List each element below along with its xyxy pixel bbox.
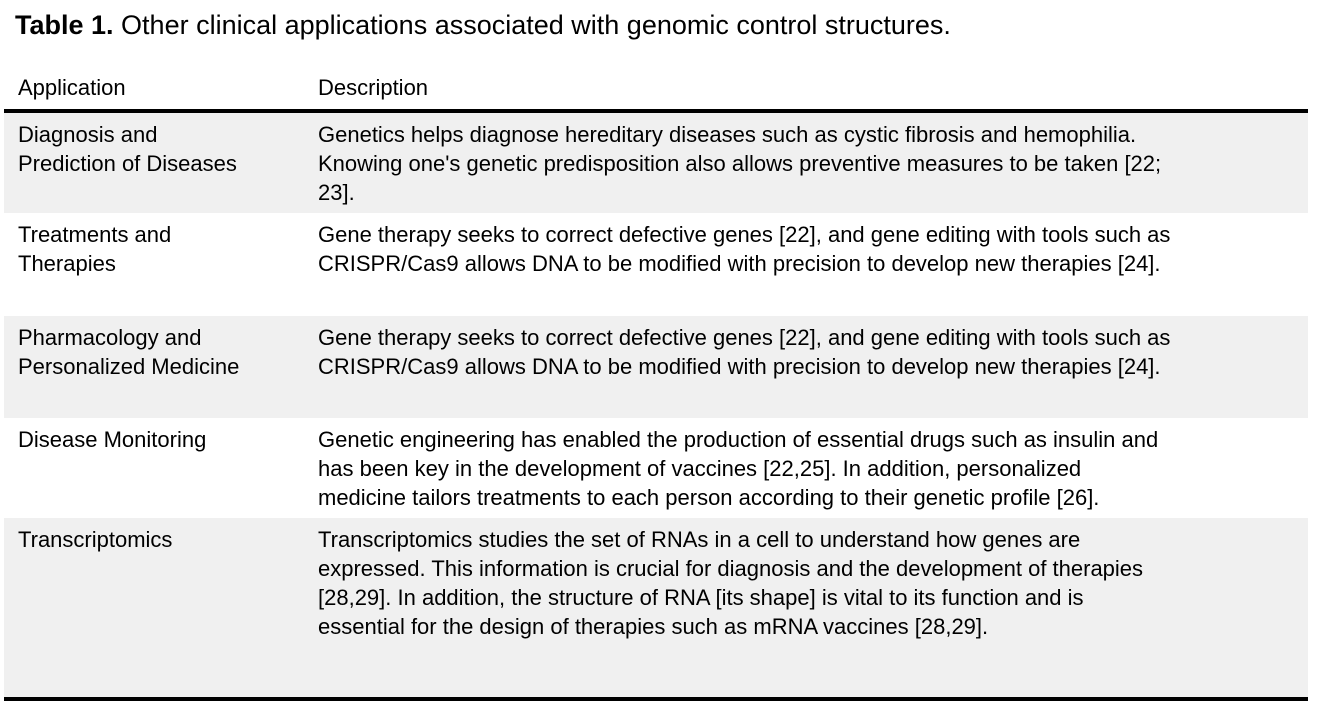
description-cell: Transcriptomics studies the set of RNAs … — [318, 527, 1144, 639]
description-cell: Gene therapy seeks to correct defective … — [318, 325, 1171, 379]
column-header-description: Description — [318, 75, 429, 100]
description-cell: Genetics helps diagnose hereditary disea… — [318, 122, 1162, 205]
table-row: Treatments and Therapies Gene therapy se… — [4, 213, 1308, 316]
application-cell: Diagnosis and Prediction of Diseases — [18, 122, 237, 176]
application-cell: Transcriptomics — [18, 527, 173, 552]
application-cell: Disease Monitoring — [18, 427, 207, 452]
table-row: Disease Monitoring Genetic engineering h… — [4, 418, 1308, 518]
description-cell: Gene therapy seeks to correct defective … — [318, 222, 1171, 276]
table-caption: Table 1. Other clinical applications ass… — [0, 0, 1334, 41]
application-cell: Treatments and Therapies — [18, 222, 172, 276]
table-caption-label: Table 1. — [15, 10, 114, 40]
table-body: Diagnosis and Prediction of Diseases Gen… — [4, 113, 1308, 701]
table-caption-text: Other clinical applications associated w… — [113, 10, 951, 40]
table-row: Diagnosis and Prediction of Diseases Gen… — [4, 113, 1308, 213]
description-cell: Genetic engineering has enabled the prod… — [318, 427, 1159, 510]
table-header-row: Application Description — [4, 75, 1308, 113]
column-header-application: Application — [18, 75, 126, 100]
table-row: Transcriptomics Transcriptomics studies … — [4, 518, 1308, 697]
table-row: Pharmacology and Personalized Medicine G… — [4, 316, 1308, 418]
application-cell: Pharmacology and Personalized Medicine — [18, 325, 240, 379]
